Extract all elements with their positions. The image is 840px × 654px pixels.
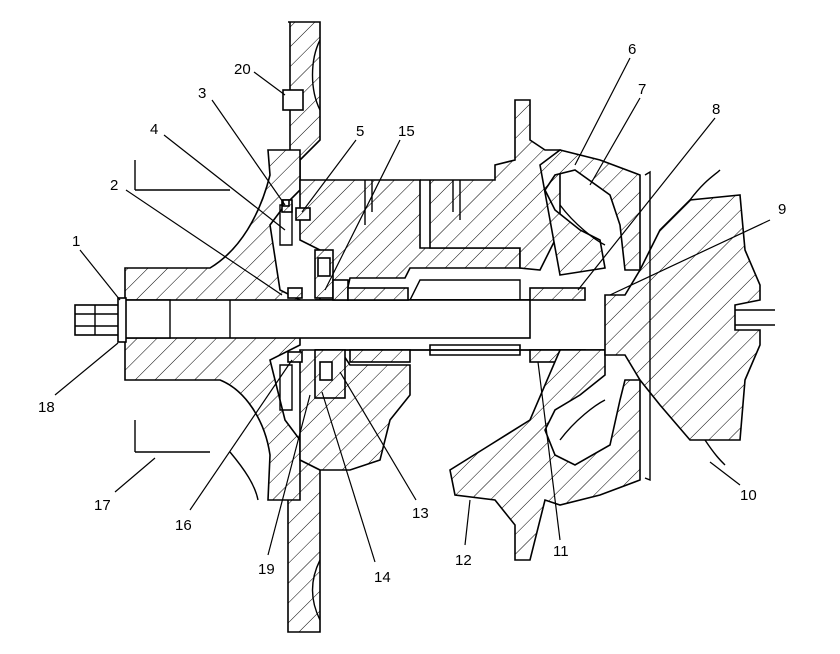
callout-12: 12 — [455, 499, 472, 569]
svg-text:4: 4 — [150, 121, 158, 138]
callout-15: 15 — [324, 123, 415, 291]
callout-16: 16 — [175, 359, 293, 534]
svg-text:5: 5 — [356, 123, 364, 140]
callout-7: 7 — [589, 81, 646, 186]
svg-text:7: 7 — [638, 81, 646, 98]
svg-text:2: 2 — [110, 177, 118, 194]
callout-20: 20 — [234, 61, 286, 96]
callout-13: 13 — [339, 371, 429, 522]
svg-text:6: 6 — [628, 41, 636, 58]
callout-11: 11 — [537, 361, 569, 560]
callout-2: 2 — [110, 177, 283, 296]
callout-8: 8 — [577, 101, 720, 291]
svg-text:13: 13 — [412, 505, 429, 522]
svg-text:9: 9 — [778, 201, 786, 218]
callout-3: 3 — [198, 85, 286, 206]
turbine-housing — [449, 149, 641, 561]
center-housing — [299, 99, 605, 471]
clamp-block — [282, 89, 304, 111]
callout-4: 4 — [150, 121, 286, 231]
turbine-wheel — [604, 169, 775, 482]
svg-text:20: 20 — [234, 61, 251, 78]
svg-text:15: 15 — [398, 123, 415, 140]
callout-10: 10 — [709, 461, 757, 504]
svg-text:8: 8 — [712, 101, 720, 118]
callout-14: 14 — [321, 391, 391, 586]
svg-text:10: 10 — [740, 487, 757, 504]
shaft-nut — [74, 297, 127, 343]
svg-text:1: 1 — [72, 233, 80, 250]
svg-text:16: 16 — [175, 517, 192, 534]
svg-text:17: 17 — [94, 497, 111, 514]
callout-5: 5 — [301, 123, 364, 213]
svg-text:12: 12 — [455, 552, 472, 569]
svg-text:19: 19 — [258, 561, 275, 578]
callout-18: 18 — [38, 342, 119, 416]
svg-text:18: 18 — [38, 399, 55, 416]
svg-text:11: 11 — [553, 543, 569, 560]
callout-9: 9 — [609, 201, 786, 296]
callout-17: 17 — [94, 457, 156, 514]
callout-1: 1 — [72, 233, 121, 301]
shaft — [119, 299, 531, 339]
callout-19: 19 — [258, 394, 311, 578]
thrust-bearing-and-seals — [279, 199, 586, 411]
svg-text:14: 14 — [374, 569, 391, 586]
svg-text:3: 3 — [198, 85, 206, 102]
callout-6: 6 — [574, 41, 636, 166]
